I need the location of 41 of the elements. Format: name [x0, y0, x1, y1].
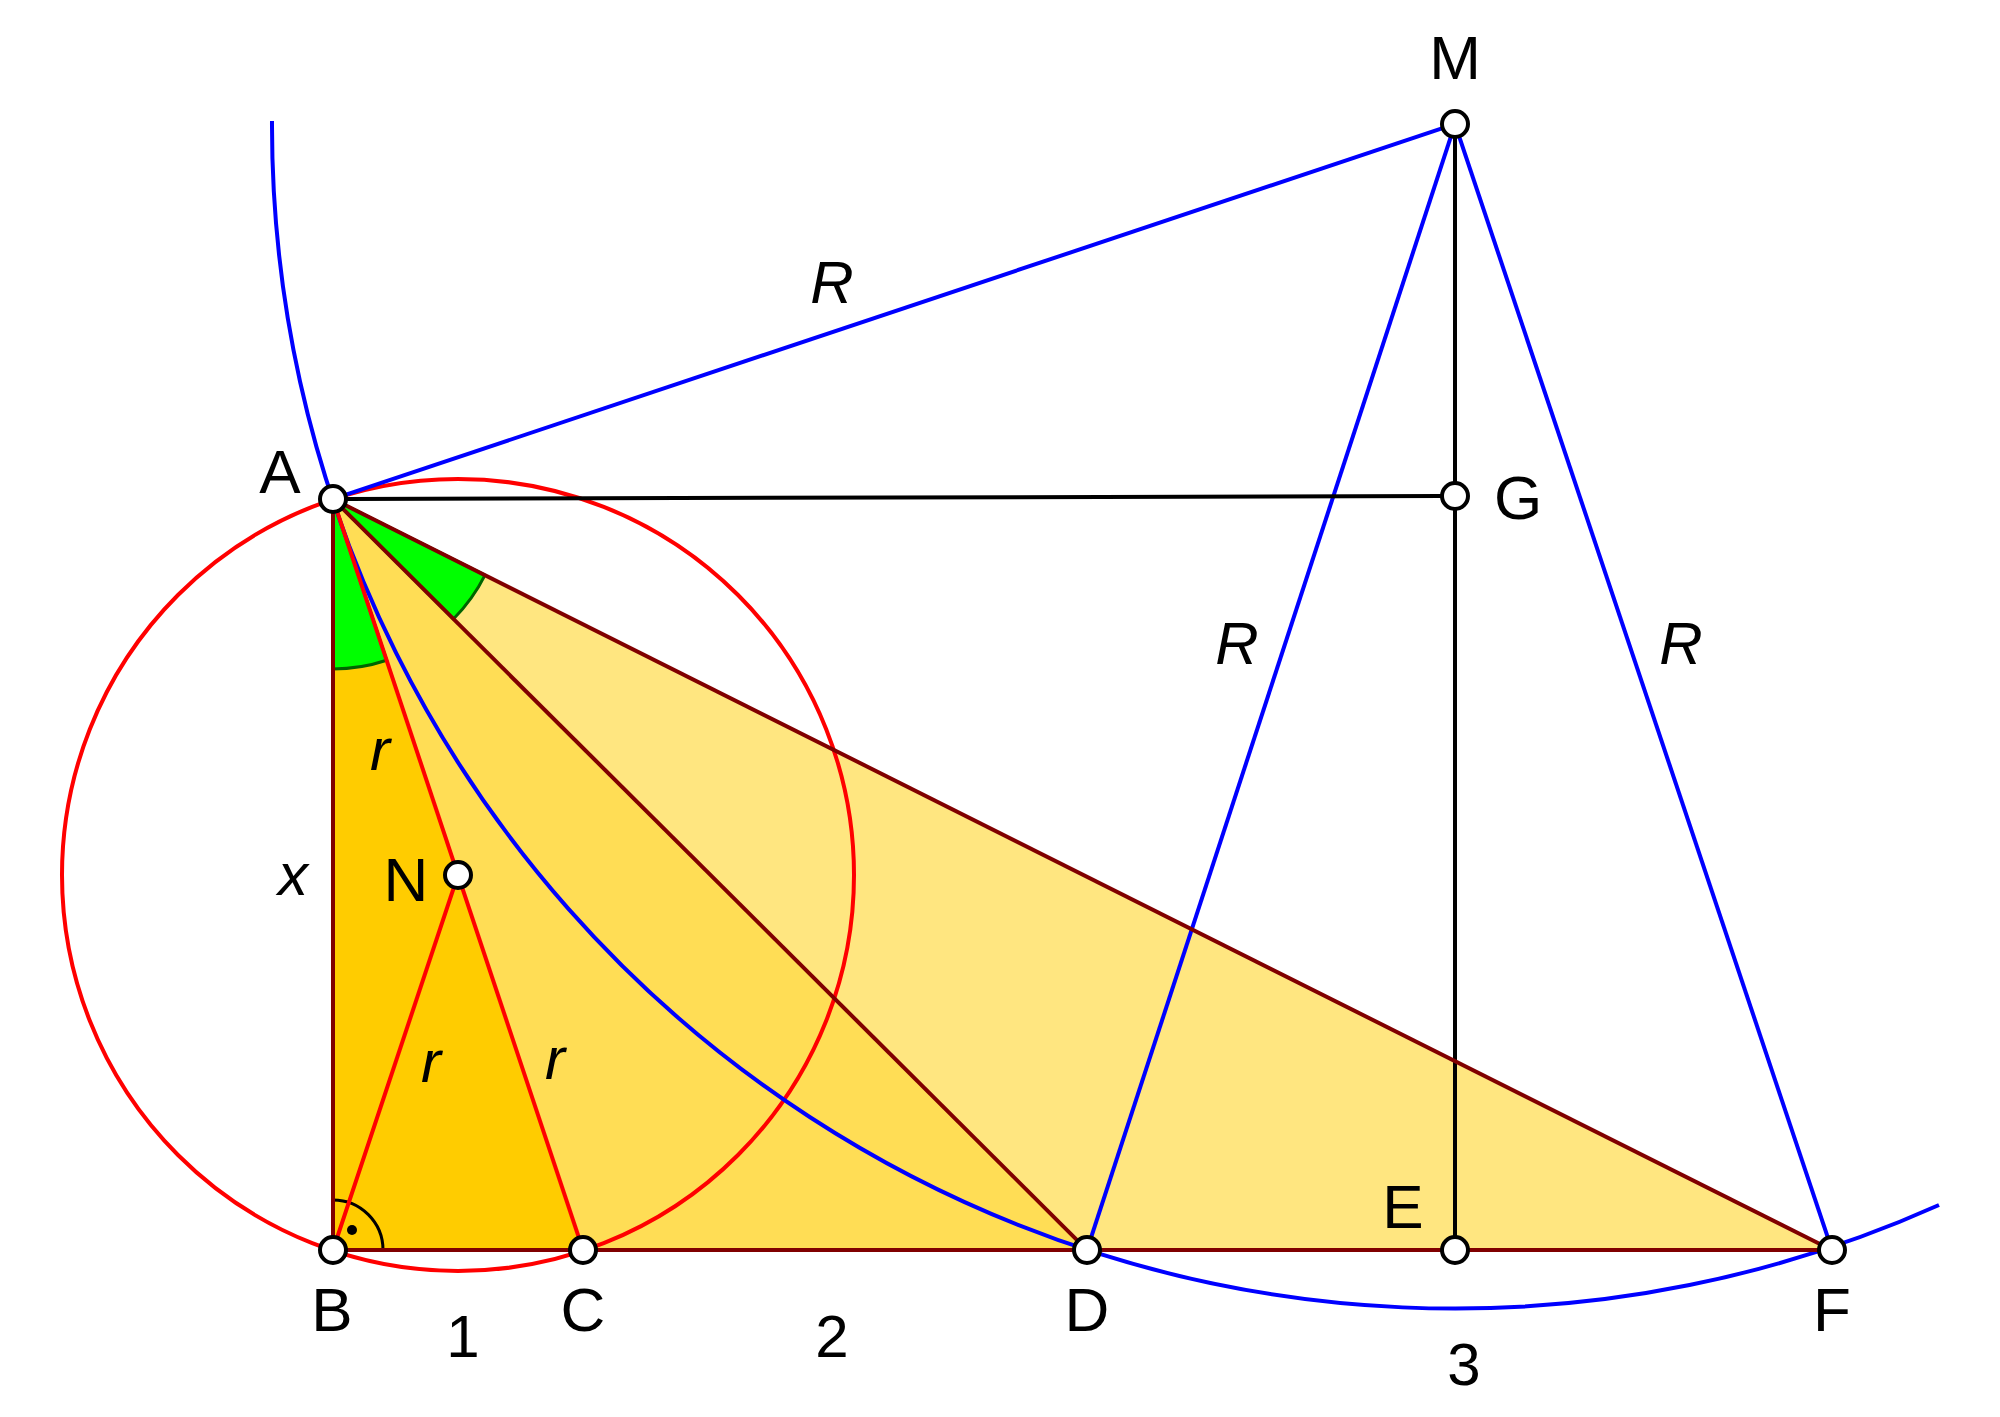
length-value: 2	[815, 1307, 849, 1367]
point-marker	[318, 1235, 348, 1265]
line-segment	[1453, 509, 1457, 1237]
point-marker	[1817, 1235, 1847, 1265]
line-segment	[346, 1248, 570, 1252]
line-segment	[1468, 1248, 1819, 1252]
point-marker	[1440, 481, 1470, 511]
point-label: G	[1493, 467, 1543, 529]
length-value: 3	[1447, 1335, 1481, 1395]
line-segment	[460, 886, 581, 1239]
length-variable: r	[421, 1032, 441, 1092]
line-segment	[1453, 137, 1457, 483]
point-marker	[443, 860, 473, 890]
point-marker	[568, 1235, 598, 1265]
point-label: N	[383, 849, 429, 911]
point-marker	[1440, 109, 1470, 139]
line-segment	[596, 1248, 1074, 1252]
length-variable: R	[810, 253, 854, 313]
point-marker	[1440, 1235, 1470, 1265]
point-label: C	[560, 1279, 606, 1341]
point-label: M	[1429, 27, 1481, 89]
line-segment	[335, 510, 456, 864]
length-variable: R	[1659, 614, 1703, 674]
line-segment	[346, 494, 1442, 501]
line-segment	[1457, 135, 1830, 1239]
point-label: B	[311, 1279, 353, 1341]
line-segment	[1100, 1248, 1442, 1252]
point-label: F	[1813, 1279, 1851, 1341]
point-label: D	[1064, 1279, 1110, 1341]
length-variable: r	[370, 720, 390, 780]
point-marker	[1072, 1235, 1102, 1265]
line-segment	[335, 886, 456, 1239]
point-marker	[318, 484, 348, 514]
length-variable: r	[545, 1029, 565, 1089]
length-variable: x	[278, 845, 308, 905]
length-value: 1	[446, 1307, 480, 1367]
length-variable: R	[1215, 614, 1259, 674]
point-label: A	[259, 441, 301, 503]
line-segment	[331, 512, 335, 1237]
point-label: E	[1382, 1176, 1424, 1238]
line-segment	[1089, 135, 1453, 1239]
